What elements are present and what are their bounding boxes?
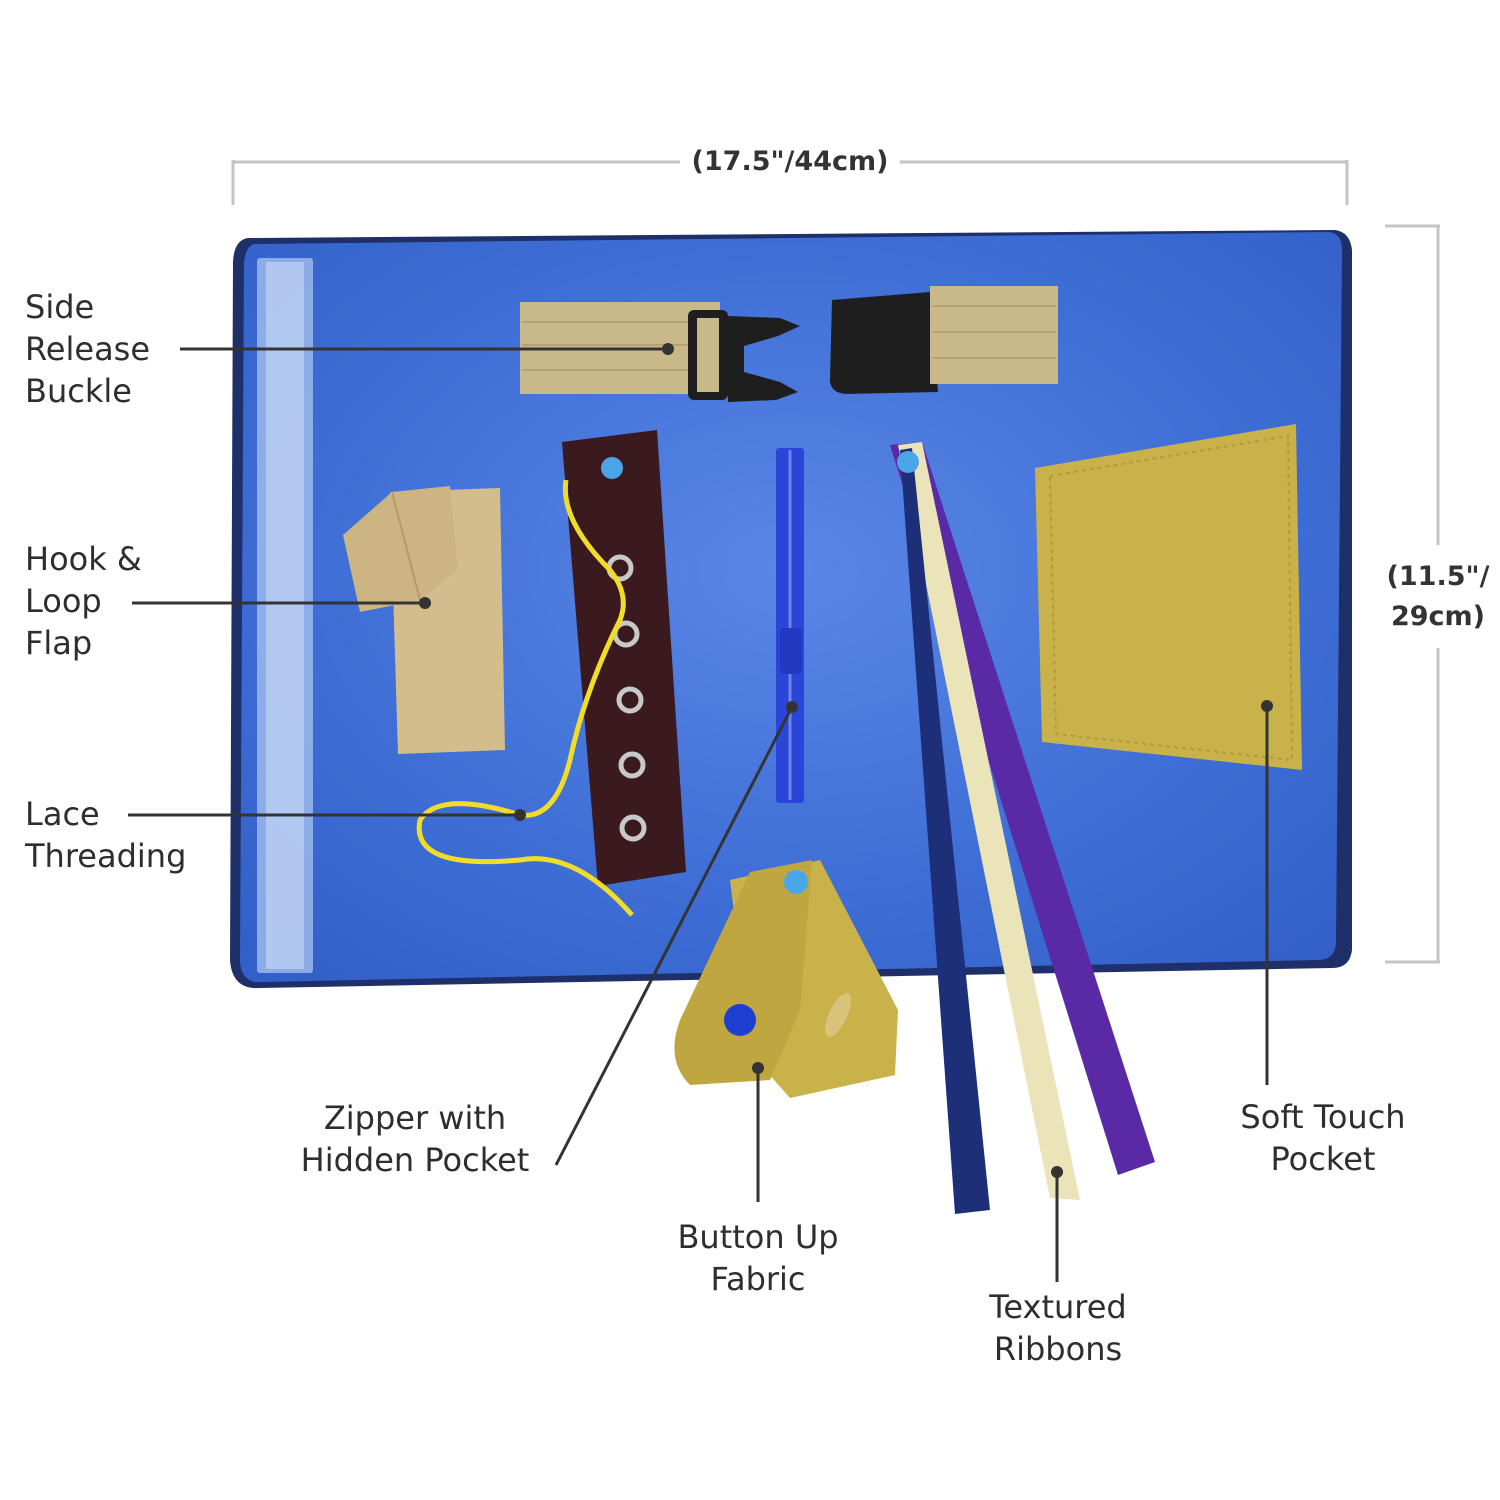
callout-textured-ribbons: Textured Ribbons — [989, 1288, 1127, 1368]
textured-ribbons — [890, 442, 1155, 1214]
height-dimension-label: (11.5"/ 29cm) — [1386, 561, 1490, 632]
soft-touch-pocket — [1035, 424, 1302, 770]
callout-side-release-buckle: Side Release Buckle — [25, 288, 151, 410]
leader-lines — [128, 347, 1269, 1282]
snap-lace — [601, 457, 623, 479]
button-up-fabric — [674, 860, 898, 1098]
hook-and-loop-flap — [343, 486, 505, 754]
lace-threading-strip — [416, 430, 686, 917]
callout-zipper: Zipper with Hidden Pocket — [300, 1099, 530, 1179]
callout-soft-touch-pocket: Soft Touch Pocket — [1240, 1098, 1406, 1178]
height-dimension-line — [1385, 224, 1440, 964]
width-dimension-label: (17.5"/44cm) — [691, 146, 889, 177]
width-dimension-line — [231, 160, 1349, 205]
leader-dots — [419, 343, 1273, 1178]
callout-button-up-fabric: Button Up Fabric — [677, 1218, 839, 1298]
zipper-hidden-pocket — [776, 448, 804, 803]
callout-hook-loop-flap: Hook & Loop Flap — [25, 540, 142, 662]
snap-ribbons — [897, 451, 919, 473]
fabric-button — [724, 1004, 756, 1036]
snap-button-fabric — [784, 870, 808, 894]
callout-lace-threading: Lace Threading — [25, 795, 187, 875]
